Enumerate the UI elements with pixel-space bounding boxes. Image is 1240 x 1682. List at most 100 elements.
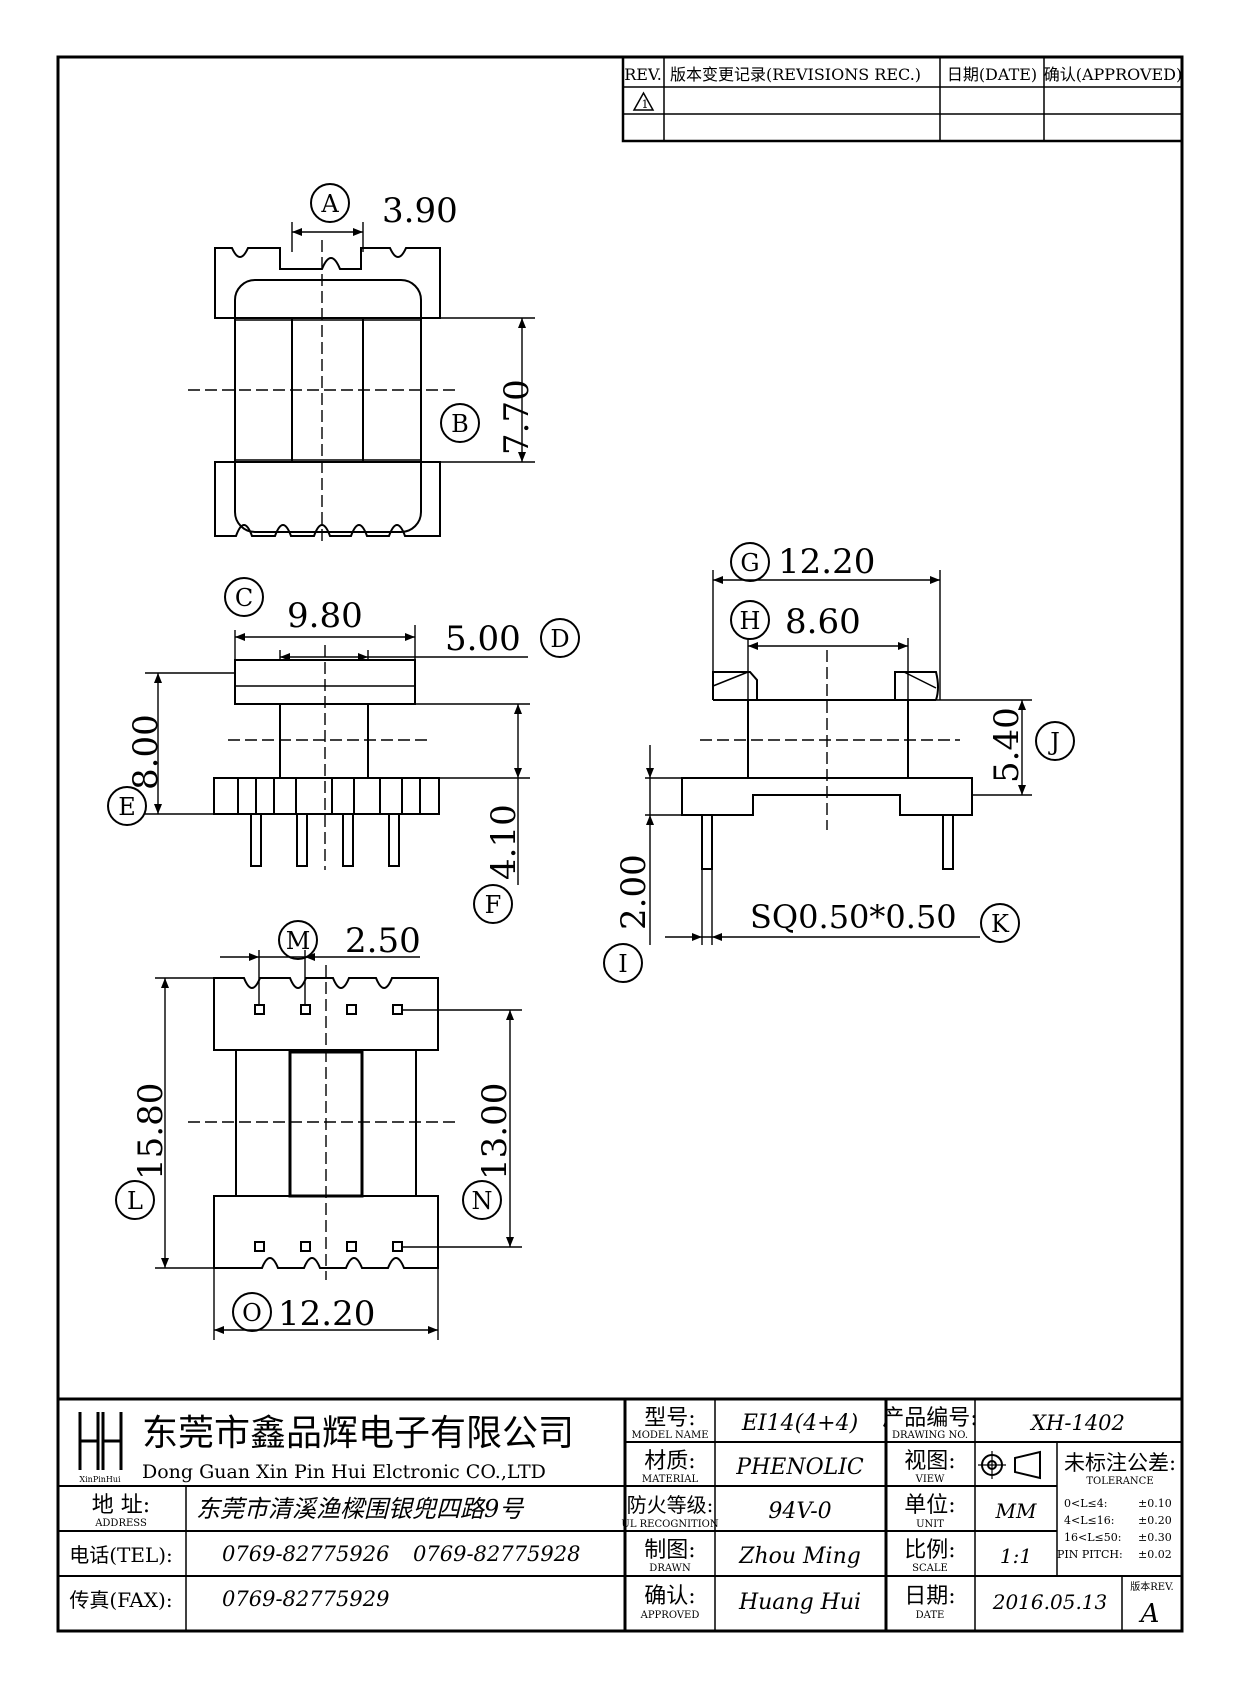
dim-a-line <box>291 222 364 252</box>
dim-c-line <box>234 625 416 660</box>
dim-k-line <box>665 869 980 945</box>
balloon-f <box>473 884 513 924</box>
scale-value: 1:1 <box>1000 1544 1032 1568</box>
balloon-j <box>1035 721 1075 761</box>
tolerance-label-en: TOLERANCE <box>1086 1476 1153 1487</box>
dim-l-line <box>155 977 214 1269</box>
balloon-m <box>278 920 318 960</box>
tolerance-range-4: PIN PITCH: <box>1057 1548 1123 1561</box>
rev-value: A <box>1139 1599 1160 1629</box>
tolerance-range-1: 0<L≤4: <box>1064 1497 1107 1510</box>
company-name-en: Dong Guan Xin Pin Hui Elctronic CO.,LTD <box>142 1461 546 1483</box>
balloon-i <box>603 943 643 983</box>
dim-f-value: 4.10 <box>484 804 524 880</box>
dim-d-letter: D <box>550 625 569 653</box>
side-view <box>681 671 973 870</box>
approved-header: 确认(APPROVED) <box>1044 65 1183 84</box>
revisions-header: 版本变更记录(REVISIONS REC.) <box>670 65 921 84</box>
drawn-value: Zhou Ming <box>738 1544 861 1569</box>
balloon-l <box>115 1180 155 1220</box>
balloon-b <box>440 403 480 443</box>
tolerance-label: 未标注公差: <box>1064 1451 1176 1475</box>
front-view-centerlines <box>228 645 430 870</box>
material-label-en: MATERIAL <box>642 1474 699 1485</box>
balloon-d <box>540 618 580 658</box>
dim-k-letter: K <box>991 910 1010 938</box>
tolerance-value-4: ±0.02 <box>1138 1548 1172 1561</box>
dim-balloons <box>107 183 1075 1332</box>
dim-l-letter: L <box>127 1187 143 1215</box>
address-label: 地 址: <box>92 1493 150 1518</box>
dim-e-line <box>145 672 235 815</box>
date-header: 日期(DATE) <box>947 65 1037 84</box>
model-label-en: MODEL NAME <box>631 1430 708 1441</box>
dim-n-value: 13.00 <box>475 1083 515 1180</box>
fax-label: 传真(FAX): <box>69 1588 172 1612</box>
dim-f-letter: F <box>485 891 502 919</box>
address-label-en: ADDRESS <box>94 1518 147 1529</box>
title-block <box>58 1397 1182 1631</box>
material-value: PHENOLIC <box>735 1455 864 1480</box>
tolerance-value-3: ±0.30 <box>1138 1531 1172 1544</box>
material-label: 材质: <box>644 1449 695 1474</box>
dim-d-line <box>279 650 528 661</box>
tel2-value: 0769-82775928 <box>413 1542 580 1566</box>
tolerance-value-2: ±0.20 <box>1138 1514 1172 1527</box>
balloon-c <box>224 577 264 617</box>
dim-o-letter: O <box>242 1299 262 1327</box>
flame-label: 防火等级: <box>627 1493 714 1517</box>
approved-value: Huang Hui <box>738 1590 861 1615</box>
company-logo <box>78 1412 123 1470</box>
model-value: EI14(4+4) <box>741 1411 858 1436</box>
dim-b-letter: B <box>451 410 469 438</box>
dim-m-line <box>220 950 420 1005</box>
rev-label: 版本REV. <box>1130 1580 1173 1593</box>
tel1-value: 0769-82775926 <box>222 1542 389 1566</box>
tel-label: 电话(TEL): <box>69 1543 173 1567</box>
dim-e-value: 8.00 <box>126 714 166 790</box>
approved-label: 确认: <box>644 1584 695 1609</box>
date-label: 日期: <box>904 1584 955 1609</box>
dim-a-letter: A <box>320 190 339 218</box>
dim-e-letter: E <box>118 793 136 821</box>
unit-label-en: UNIT <box>916 1519 944 1530</box>
dim-h-value: 8.60 <box>785 602 861 642</box>
address-value: 东莞市清溪渔樑围银兜四路9号 <box>196 1495 525 1523</box>
dim-j-letter: J <box>1047 728 1060 756</box>
dim-k-value: SQ0.50*0.50 <box>750 898 957 936</box>
balloon-o <box>232 1292 272 1332</box>
date-label-en: DATE <box>916 1610 945 1621</box>
dim-i-letter: I <box>618 950 627 978</box>
dim-h-letter: H <box>740 607 761 635</box>
rev-header: REV. <box>624 65 662 84</box>
company-name-cn: 东莞市鑫品辉电子有限公司 <box>142 1413 574 1454</box>
balloon-n <box>462 1180 502 1220</box>
balloon-e <box>107 786 147 826</box>
fax-value: 0769-82775929 <box>222 1587 389 1611</box>
revision-table <box>621 55 1184 143</box>
dim-g-value: 12.20 <box>778 542 875 582</box>
bottom-view-centerlines <box>188 965 460 1280</box>
dim-n-letter: N <box>472 1187 493 1215</box>
dim-b-value: 7.70 <box>497 379 537 455</box>
balloon-g <box>730 542 770 582</box>
model-label: 型号: <box>644 1406 695 1431</box>
dim-n-line <box>402 1009 522 1248</box>
unit-value: MM <box>995 1499 1037 1523</box>
dim-f-line <box>415 703 530 885</box>
dim-m-letter: M <box>286 927 311 955</box>
front-view <box>213 659 440 867</box>
drawing-no-label: 产品编号: <box>882 1406 977 1431</box>
balloon-k <box>980 903 1020 943</box>
balloon-h <box>730 600 770 640</box>
dim-g-letter: G <box>740 549 759 577</box>
date-value: 2016.05.13 <box>992 1590 1108 1614</box>
drawing-no-label-en: DRAWING NO. <box>892 1430 968 1441</box>
scale-label-en: SCALE <box>912 1563 948 1574</box>
tolerance-range-3: 16<L≤50: <box>1064 1531 1121 1544</box>
drawn-label-en: DRAWN <box>649 1563 691 1574</box>
sheet-border <box>56 55 1184 1633</box>
dim-o-value: 12.20 <box>278 1294 375 1334</box>
dim-c-letter: C <box>235 584 253 612</box>
